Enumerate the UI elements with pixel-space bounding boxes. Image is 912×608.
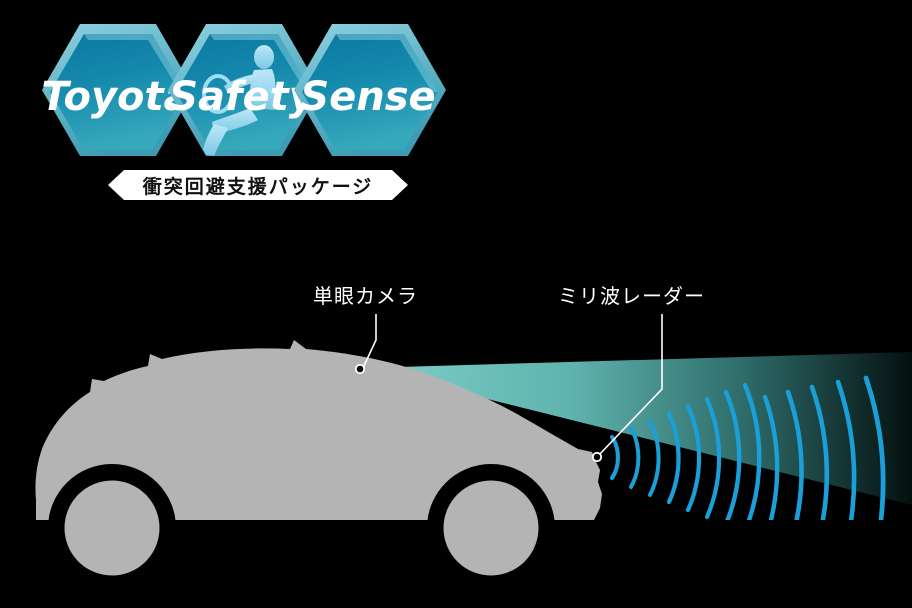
camera-leader-line: [354, 314, 377, 375]
front-wheel: [434, 471, 548, 585]
logo-hex-toyota: Toyota: [41, 24, 194, 156]
logo-hex-sense: Sense: [294, 24, 446, 156]
camera-callout-label: 単眼カメラ: [313, 284, 418, 308]
radar-marker: [591, 451, 603, 463]
logo-hex-safety: Safety: [168, 24, 320, 156]
logo-banner: 衝突回避支援パッケージ: [108, 170, 408, 200]
camera-detection-cone: [363, 352, 912, 505]
radar-callout-label: ミリ波レーダー: [558, 284, 705, 308]
rear-wheel: [55, 471, 169, 585]
logo-artwork: Toyota: [41, 24, 446, 200]
driver-silhouette-icon: [202, 45, 276, 156]
logo-hex-label-2: Sense: [300, 74, 435, 120]
car-silhouette: [0, 340, 912, 608]
logo-banner-text: 衝突回避支援パッケージ: [142, 175, 374, 198]
toyota-safety-sense-logo: Toyota: [36, 22, 486, 202]
logo-hex-label-0: Toyota: [41, 74, 190, 120]
camera-marker: [354, 363, 366, 375]
radar-leader-line: [591, 314, 663, 463]
logo-hex-label-1: Safety: [169, 74, 316, 120]
